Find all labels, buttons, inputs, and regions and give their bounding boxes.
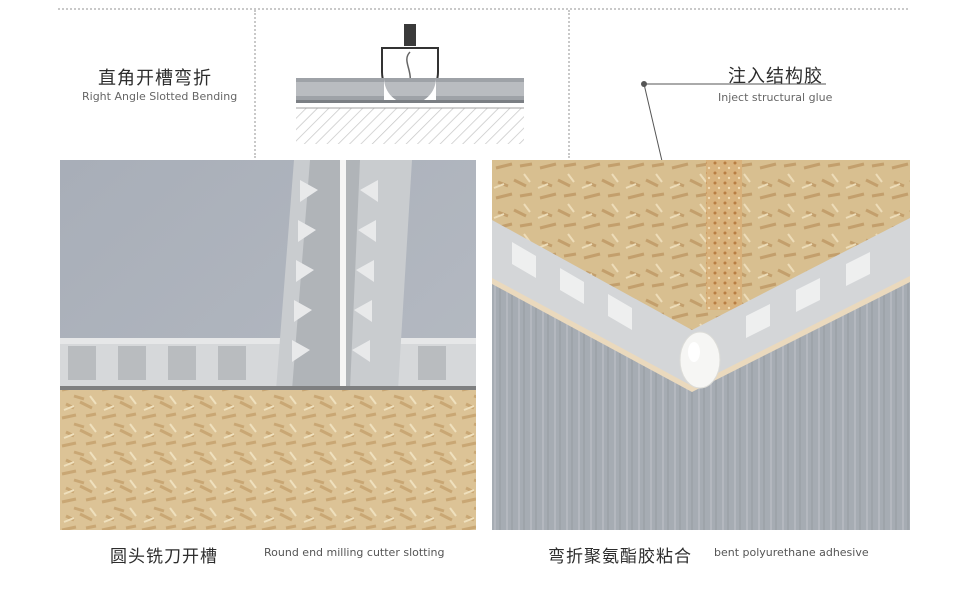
bonding-caption-en: bent polyurethane adhesive: [714, 546, 869, 559]
cutter-diagram: [290, 22, 530, 148]
bending-title-cn: 直角开槽弯折: [98, 68, 212, 89]
bonding-caption-cn: 弯折聚氨酯胶粘合: [548, 547, 692, 567]
bonding-photo: [492, 160, 910, 530]
slotting-photo: [60, 160, 476, 530]
glue-title-en: Inject structural glue: [718, 91, 833, 104]
top-dotted-line: [58, 8, 908, 10]
slotting-caption-en: Round end milling cutter slotting: [264, 546, 445, 559]
divider-left: [254, 10, 256, 158]
bending-title-en: Right Angle Slotted Bending: [82, 90, 238, 103]
glue-title-cn: 注入结构胶: [728, 66, 823, 87]
slotting-caption-cn: 圆头铣刀开槽: [110, 547, 218, 567]
divider-right: [568, 10, 570, 158]
